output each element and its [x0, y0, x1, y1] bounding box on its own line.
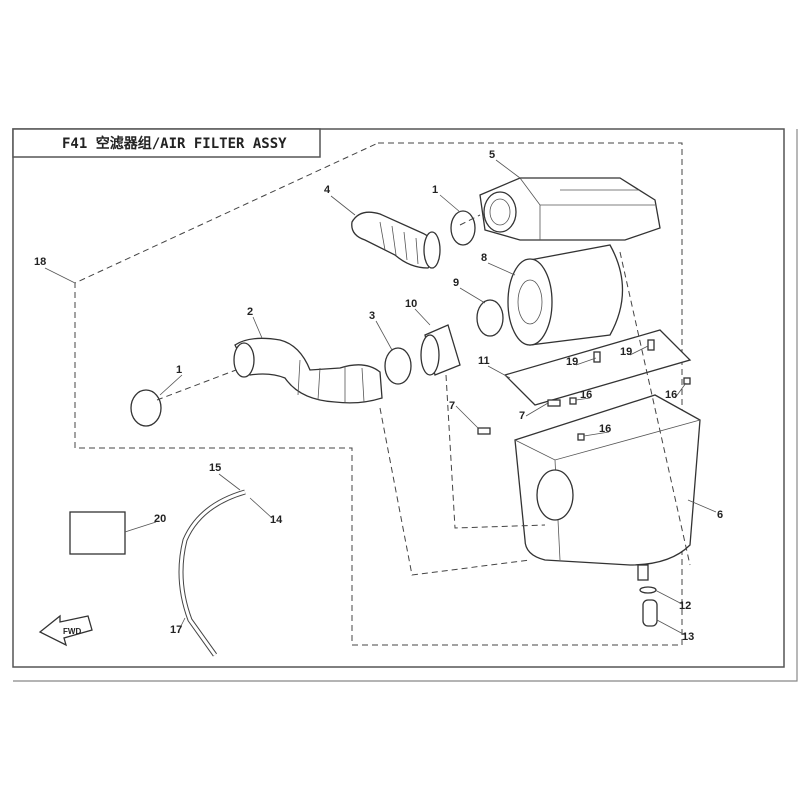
air-box-cover	[479, 177, 661, 241]
callout-2: 2	[247, 306, 253, 318]
connector-sleeve	[420, 324, 461, 376]
callout-1-left: 1	[176, 364, 182, 376]
callout-18: 18	[34, 256, 46, 268]
callout-16b: 16	[599, 423, 611, 435]
air-box-lower	[514, 394, 701, 581]
callout-11: 11	[478, 355, 490, 367]
callout-16a: 16	[580, 389, 592, 401]
callout-7b: 7	[519, 410, 525, 422]
callout-1-top: 1	[432, 184, 438, 196]
hose-clamp-3	[384, 347, 412, 385]
clip-7a	[477, 427, 491, 435]
callout-6: 6	[717, 509, 723, 521]
callout-14: 14	[270, 514, 283, 526]
leader-lines	[44, 159, 717, 636]
drain-clamp	[639, 586, 657, 594]
callout-9: 9	[453, 277, 459, 289]
callout-4: 4	[324, 184, 331, 196]
intake-snorkel	[351, 211, 441, 269]
gasket	[503, 329, 692, 406]
callout-20: 20	[154, 513, 166, 525]
nut-16c	[683, 377, 691, 385]
outer-frame	[13, 129, 798, 682]
callout-13: 13	[682, 631, 694, 643]
hose-clamp-left	[130, 389, 162, 427]
diagram-title: F41 空滤器组/AIR FILTER ASSY	[62, 135, 287, 152]
callout-12: 12	[679, 600, 691, 612]
hose-clamp-9	[476, 299, 504, 337]
title-box	[12, 128, 321, 158]
callout-19b: 19	[620, 346, 632, 358]
svg-text:FWD: FWD	[63, 627, 81, 636]
label-sticker	[69, 511, 126, 555]
inner-frame	[12, 128, 785, 668]
fwd-arrow-icon: FWD	[38, 614, 93, 647]
callout-19a: 19	[566, 356, 578, 368]
callout-10: 10	[405, 298, 417, 310]
callouts: 1 1 2 3 4 5 6 7 7 8 9 10 11 12 13 14 15 …	[34, 149, 723, 643]
intake-hose	[233, 337, 383, 404]
clip-7b	[547, 399, 561, 407]
callout-8: 8	[481, 252, 487, 264]
callout-7a: 7	[449, 400, 455, 412]
callout-3: 3	[369, 310, 375, 322]
filter-element	[507, 244, 624, 346]
drain-plug	[642, 599, 658, 627]
nut-16b	[577, 433, 585, 441]
callout-16c: 16	[665, 389, 677, 401]
callout-5: 5	[489, 149, 495, 161]
nut-16a	[569, 397, 577, 405]
bolt-19b	[647, 339, 655, 351]
callout-15: 15	[209, 462, 221, 474]
bolt-19a	[593, 351, 601, 363]
breather-tube	[178, 489, 246, 657]
hose-clamp-top	[450, 210, 476, 246]
callout-17: 17	[170, 624, 182, 636]
assembly-outline	[74, 142, 683, 646]
